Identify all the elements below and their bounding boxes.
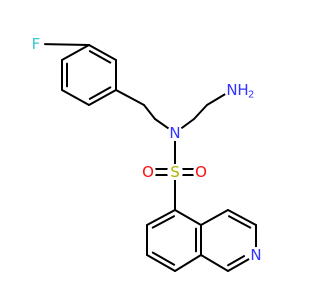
double-bond-inner bbox=[88, 50, 112, 64]
atom-background bbox=[140, 164, 156, 180]
hydrogen-count: 2 bbox=[248, 90, 254, 101]
single-bond bbox=[193, 104, 208, 120]
sulfur-atom: S bbox=[167, 163, 183, 181]
double-bond bbox=[227, 257, 251, 272]
bond-layer bbox=[43, 43, 257, 272]
single-bond bbox=[206, 93, 227, 106]
isoquinoline-nitrogen: N bbox=[248, 246, 264, 264]
single-bond bbox=[174, 209, 202, 226]
atom-symbol: O bbox=[195, 163, 207, 181]
single-bond bbox=[200, 254, 229, 272]
double-bond bbox=[227, 209, 257, 226]
atom-symbol: S bbox=[170, 163, 180, 181]
fluorine-atom: F bbox=[28, 35, 44, 53]
hydrogen-label: H bbox=[237, 81, 248, 99]
single-bond bbox=[43, 43, 90, 46]
atom-symbol: O bbox=[142, 163, 154, 181]
double-bond-inner bbox=[151, 251, 176, 266]
oxygen-atom-left: O bbox=[140, 163, 156, 181]
atom-symbol: N bbox=[250, 246, 261, 264]
double-bond bbox=[88, 89, 117, 106]
atom-background bbox=[193, 164, 209, 180]
double-bond bbox=[88, 44, 117, 61]
atom-background bbox=[224, 82, 240, 98]
sulfonamide-nitrogen: N bbox=[167, 124, 183, 142]
single-bond bbox=[180, 118, 195, 130]
double-bond-inner bbox=[227, 255, 246, 267]
single-bond bbox=[154, 118, 170, 130]
atom-symbol: F bbox=[32, 35, 41, 53]
single-bond bbox=[115, 89, 145, 106]
single-bond bbox=[61, 44, 90, 61]
double-bond-inner bbox=[88, 86, 112, 100]
double-bond-inner bbox=[151, 215, 176, 229]
double-bond bbox=[146, 254, 176, 272]
double-bond bbox=[146, 209, 176, 226]
single-bond bbox=[200, 209, 229, 226]
atom-symbol: N bbox=[226, 81, 237, 99]
atom-background bbox=[167, 164, 183, 180]
atom-background bbox=[28, 36, 44, 52]
atom-symbol: N bbox=[169, 124, 180, 142]
single-bond bbox=[174, 254, 202, 272]
oxygen-atom-right: O bbox=[193, 163, 209, 181]
double-bond-inner bbox=[227, 215, 252, 229]
atom-background bbox=[248, 247, 264, 263]
atom-background bbox=[167, 125, 183, 141]
single-bond bbox=[61, 89, 90, 106]
single-bond bbox=[143, 104, 156, 120]
